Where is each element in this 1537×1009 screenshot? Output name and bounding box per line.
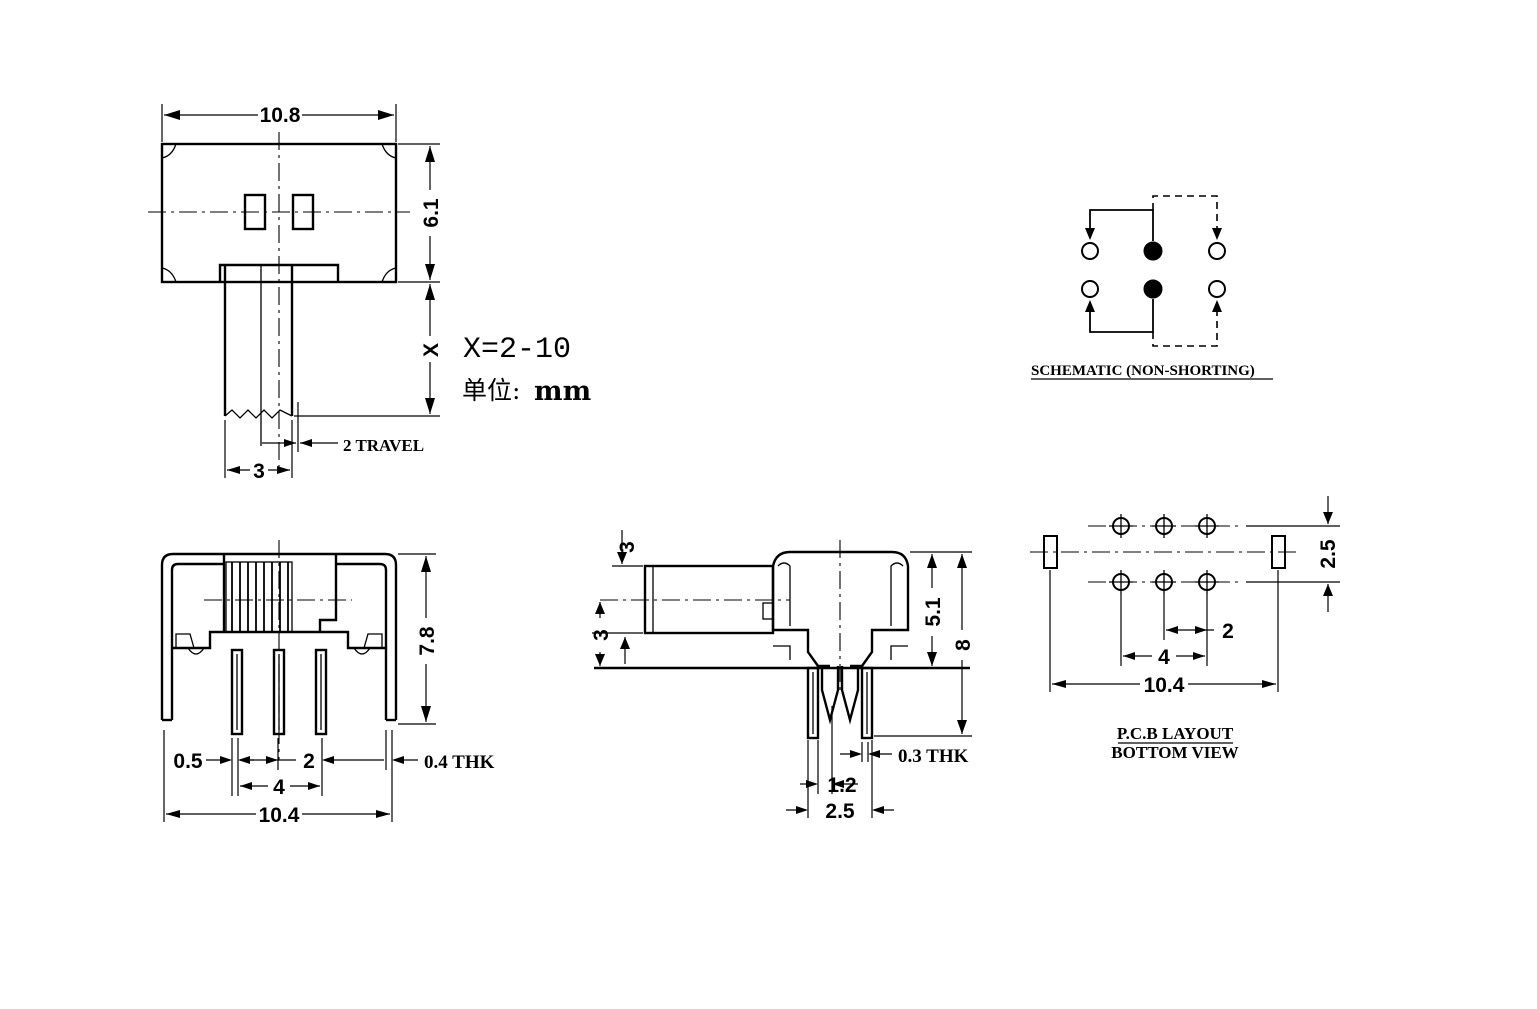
dim-3-height: 3 [590,629,613,641]
dim-0-4-thk: 0.4 THK [424,752,495,773]
front-view: 7.8 0.5 2 0.4 THK 4 [160,540,495,827]
actuator-grip [231,562,289,632]
pin [314,648,328,736]
actuator-base [218,263,340,282]
dim-1-2: 1.2 [827,774,856,797]
dim-10-4: 10.4 [259,804,300,827]
terminal-common [1143,241,1163,261]
actuator-stem [223,265,294,416]
dim-pcb-2: 2 [1222,620,1234,643]
dim-3: 3 [253,460,265,483]
dim-3-top: 3 [616,541,639,553]
x-range-note: X=2-10 [463,333,571,367]
schematic-label: SCHEMATIC (NON-SHORTING) [1031,363,1255,379]
side-contact [820,666,860,725]
dim-x: X [420,343,443,357]
terminal-open [1081,242,1099,260]
side-view: 3 3 5.1 8 0.3 THK [590,530,975,823]
corner-details [161,143,397,283]
dim-0-5: 0.5 [173,750,203,773]
schematic: SCHEMATIC (NON-SHORTING) [1031,195,1273,380]
dim-4: 4 [273,776,285,799]
break-line [224,409,293,419]
dim-6-1: 6.1 [420,198,443,228]
side-body [771,550,910,668]
terminal-open [1081,280,1099,298]
terminal-open [1208,242,1226,260]
dim-10-8: 10.8 [260,104,301,127]
dim-2-5: 2.5 [825,800,855,823]
pcb-title-line2: BOTTOM VIEW [1111,743,1238,762]
dim-2: 2 [303,750,315,773]
dim-8: 8 [952,639,975,651]
top-view: 10.8 6.1 X 2 TRAVEL 3 [148,104,443,483]
dim-0-3-thk: 0.3 THK [898,746,969,767]
dim-5-1: 5.1 [922,597,945,627]
terminal-common [1143,279,1163,299]
unit-label: 单位: [462,376,520,405]
dim-pcb-2-5: 2.5 [1317,539,1340,569]
dim-7-8: 7.8 [416,626,439,656]
pcb-title-line1: P.C.B LAYOUT [1117,724,1234,743]
dim-pcb-4: 4 [1158,646,1170,669]
pcb-layout: 2.5 2 4 10.4 P.C.B LAYOUT BOTTOM VIEW [1030,496,1340,762]
dim-2-travel: 2 TRAVEL [343,436,424,455]
unit-value: mm [534,376,591,407]
terminal-open [1208,280,1226,298]
pin [230,648,244,736]
pin [272,648,286,736]
dim-pcb-10-4: 10.4 [1144,674,1185,697]
shell-left [160,552,224,720]
notes: X=2-10 单位: mm [462,333,591,407]
